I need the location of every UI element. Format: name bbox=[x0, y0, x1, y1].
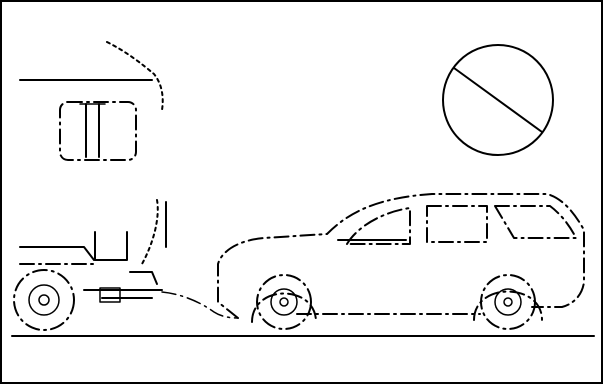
tow-truck-wheel bbox=[14, 270, 74, 330]
suv-body bbox=[218, 194, 584, 318]
suv-windows bbox=[347, 206, 576, 244]
tow-truck-hitch bbox=[84, 288, 162, 302]
tow-truck-boom-arm bbox=[20, 42, 163, 110]
tow-truck bbox=[14, 42, 166, 330]
tow-chain bbox=[162, 292, 238, 318]
tow-truck-rear-window bbox=[60, 102, 136, 160]
suv-front-wheel bbox=[252, 275, 316, 329]
towed-suv bbox=[218, 194, 584, 329]
tow-truck-winch-post bbox=[95, 200, 166, 264]
tow-truck-body bbox=[20, 247, 157, 284]
suv-rear-wheel bbox=[474, 275, 542, 329]
no-symbol-icon bbox=[443, 45, 553, 155]
